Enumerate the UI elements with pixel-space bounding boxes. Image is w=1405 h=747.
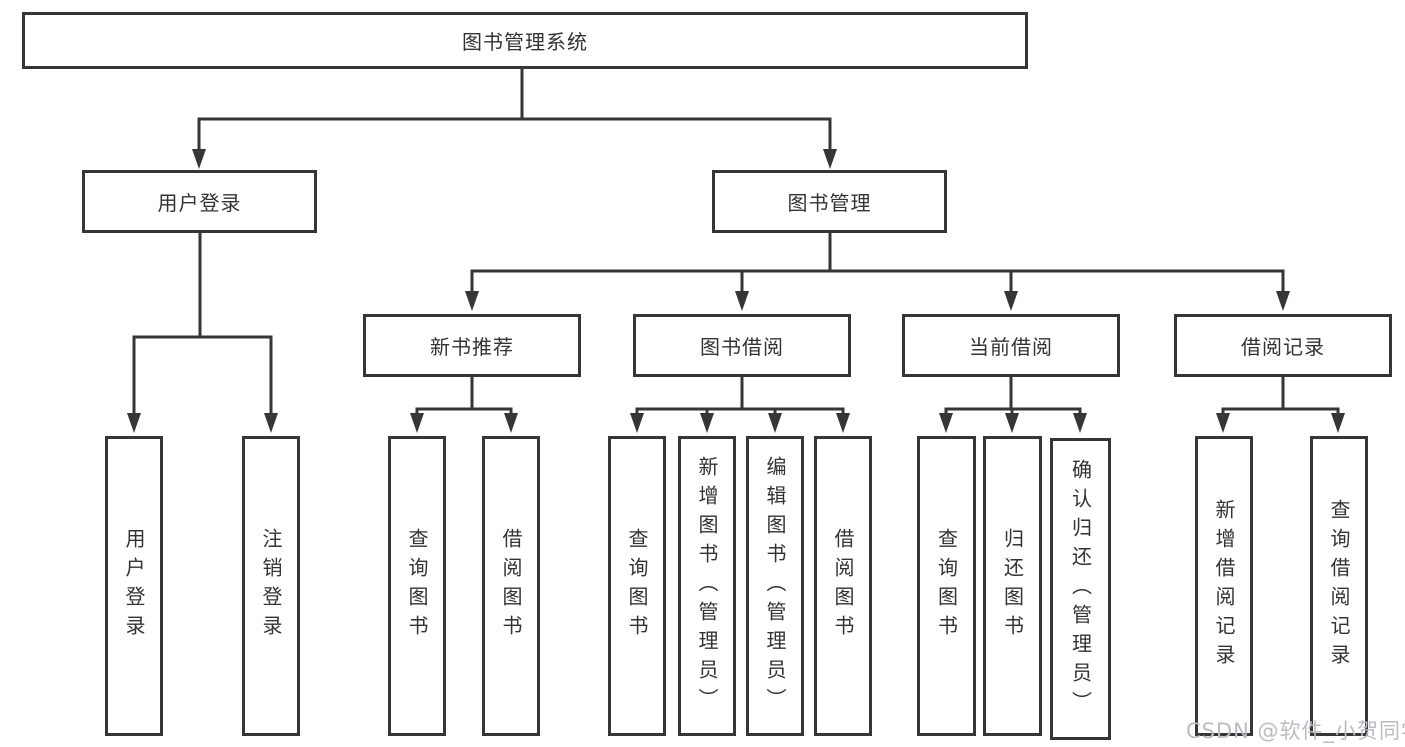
edges-current-borrowing	[939, 377, 1087, 433]
leaf-user-login: 用户登录	[105, 436, 163, 736]
leaf-query-books-recommend-label: 查询图书	[405, 528, 429, 644]
leaf-add-book-admin-label: 新增图书（管理员）	[695, 455, 719, 717]
leaf-borrow-books-recommend: 借阅图书	[482, 436, 540, 736]
edges-root	[192, 68, 837, 169]
node-borrowing-records: 借阅记录	[1174, 314, 1392, 377]
leaf-query-books-borrowing: 查询图书	[608, 436, 666, 736]
node-root: 图书管理系统	[22, 12, 1028, 69]
edges-borrowing-records	[1216, 377, 1345, 433]
leaf-query-books-borrowing-label: 查询图书	[625, 528, 649, 644]
leaf-query-books-recommend: 查询图书	[388, 436, 446, 736]
leaf-query-borrow-record: 查询借阅记录	[1310, 436, 1368, 736]
node-user-login: 用户登录	[82, 170, 317, 233]
leaf-borrow-books-recommend-label: 借阅图书	[499, 528, 523, 644]
leaf-edit-book-admin-label: 编辑图书（管理员）	[763, 455, 787, 717]
leaf-logout: 注销登录	[242, 436, 300, 736]
leaf-edit-book-admin: 编辑图书（管理员）	[746, 436, 804, 736]
node-book-management-label: 图书管理	[787, 191, 872, 215]
edges-book-management	[465, 233, 1290, 311]
leaf-borrow-books-borrowing: 借阅图书	[814, 436, 872, 736]
edges-new-book-recommend	[410, 377, 518, 433]
leaf-logout-label: 注销登录	[259, 528, 283, 644]
leaf-query-books-current: 查询图书	[917, 436, 976, 736]
node-book-borrowing-label: 图书借阅	[700, 335, 784, 359]
leaf-add-book-admin: 新增图书（管理员）	[678, 436, 736, 736]
leaf-query-books-current-label: 查询图书	[934, 528, 959, 644]
leaf-return-book-label: 归还图书	[1000, 528, 1025, 644]
leaf-return-book: 归还图书	[983, 436, 1042, 736]
node-book-borrowing: 图书借阅	[633, 314, 851, 377]
edges-book-borrowing	[630, 377, 850, 433]
node-root-label: 图书管理系统	[462, 30, 588, 54]
node-current-borrowing: 当前借阅	[902, 314, 1120, 377]
leaf-query-borrow-record-label: 查询借阅记录	[1327, 499, 1351, 673]
node-user-login-label: 用户登录	[157, 191, 242, 215]
node-borrowing-records-label: 借阅记录	[1241, 335, 1325, 359]
node-current-borrowing-label: 当前借阅	[969, 335, 1053, 359]
leaf-confirm-return-admin-label: 确认归还（管理员）	[1068, 458, 1093, 720]
edges-user-login	[127, 233, 278, 433]
leaf-add-borrow-record-label: 新增借阅记录	[1212, 499, 1236, 673]
node-new-book-recommend-label: 新书推荐	[430, 335, 514, 359]
csdn-watermark: CSDN @软件_小贺同学	[1186, 719, 1405, 743]
leaf-user-login-label: 用户登录	[122, 528, 146, 644]
leaf-borrow-books-borrowing-label: 借阅图书	[831, 528, 855, 644]
leaf-confirm-return-admin: 确认归还（管理员）	[1050, 438, 1111, 740]
node-book-management: 图书管理	[712, 170, 947, 233]
node-new-book-recommend: 新书推荐	[363, 314, 581, 377]
leaf-add-borrow-record: 新增借阅记录	[1195, 436, 1253, 736]
